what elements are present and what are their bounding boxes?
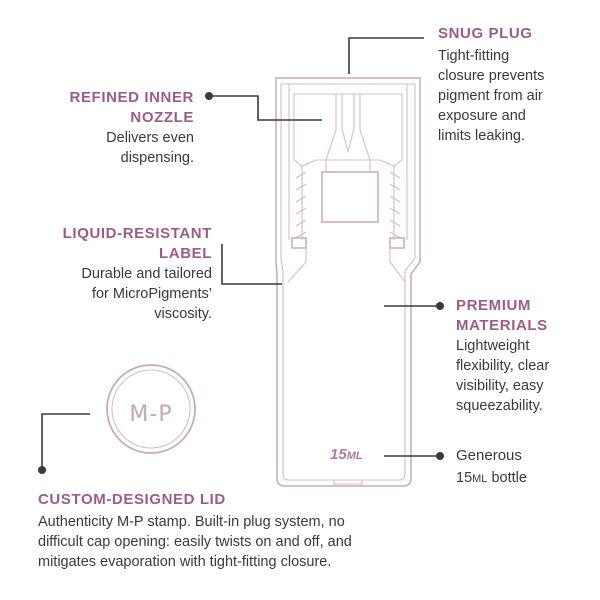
lid-leader (41, 413, 90, 470)
bottle-outline (275, 77, 421, 487)
inner-nozzle-leader (209, 95, 322, 121)
label-desc: Durable and tailored for MicroPigments’ … (81, 266, 212, 322)
snug-plug-title: SNUG PLUG (438, 25, 533, 42)
inner-nozzle-title: REFINED INNER NOZZLE (69, 89, 194, 126)
mp-stamp: M-P (129, 402, 173, 427)
volume-number: 15 (330, 446, 347, 463)
leader-lines (38, 37, 444, 474)
snug-plug-desc: Tight-fitting closure prevents pigment f… (438, 48, 545, 144)
cap-top-circle (106, 364, 196, 454)
materials-desc: Lightweight flexibility, clear visibilit… (456, 338, 550, 414)
label-title: LIQUID-RESISTANT LABEL (62, 225, 212, 262)
materials-title: PREMIUM MATERIALS (456, 297, 548, 334)
bottle-volume-mark: 15ML (330, 446, 363, 463)
lid-desc: Authenticity M-P stamp. Built-in plug sy… (38, 514, 352, 570)
snug-plug-leader (348, 37, 424, 74)
lid-title: CUSTOM-DESIGNED LID (38, 491, 226, 508)
label-leader (221, 244, 282, 285)
volume-title: Generous (456, 447, 522, 464)
volume-desc: 15ML bottle (456, 470, 527, 486)
inner-nozzle-desc: Delivers even dispensing. (106, 130, 194, 166)
cap-inner-ring (111, 369, 191, 449)
volume-unit: ML (346, 450, 363, 462)
